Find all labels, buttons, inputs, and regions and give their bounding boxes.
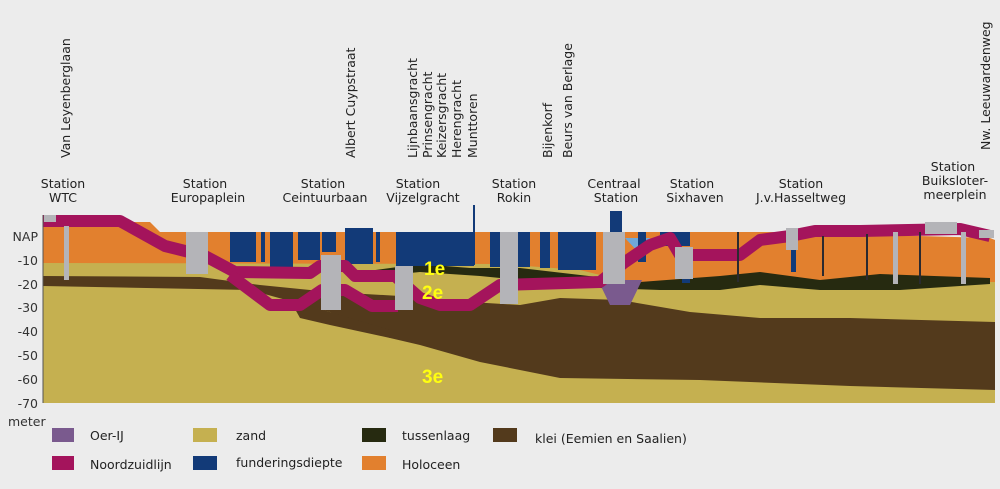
street-label: Bijenkorf	[540, 102, 555, 158]
legend-swatch-zand	[193, 428, 217, 442]
layer-label-1e: 1e	[424, 259, 445, 280]
street-label: Lijnbaansgracht	[405, 58, 420, 158]
tick-40: -40	[18, 324, 38, 339]
station-label: Station	[183, 176, 227, 191]
station-label: Station	[594, 190, 638, 205]
klei-branch	[290, 300, 390, 338]
station-label: Vijzelgracht	[386, 190, 459, 205]
street-labels: Van Leyenberglaan Albert Cuypstraat Lijn…	[58, 21, 993, 158]
legend-swatch-holoceen	[362, 456, 386, 470]
street-label: Beurs van Berlage	[560, 43, 575, 158]
layer-label-2e: 2e	[422, 283, 443, 304]
station-structures	[44, 215, 994, 310]
legend-swatch-noordzuidlijn	[52, 456, 74, 470]
tick-30: -30	[18, 300, 38, 315]
station-label: J.v.Hasseltweg	[755, 190, 846, 205]
tick-20: -20	[18, 277, 38, 292]
station-label: Rokin	[497, 190, 531, 205]
station-label: Sixhaven	[666, 190, 723, 205]
tick-nap: NAP	[13, 229, 39, 244]
oer-ij-layer	[598, 280, 642, 305]
layer-label-3e: 3e	[422, 367, 443, 388]
legend-label: klei (Eemien en Saalien)	[535, 431, 687, 446]
station-labels: Station WTC Station Europaplein Station …	[41, 159, 988, 205]
tick-70: -70	[18, 396, 38, 411]
street-label: Albert Cuypstraat	[343, 47, 358, 158]
street-label: Keizersgracht	[434, 73, 449, 158]
legend-swatch-klei	[493, 428, 517, 442]
legend: Oer-IJ zand tussenlaag klei (Eemien en S…	[52, 428, 687, 472]
station-label: Station	[492, 176, 536, 191]
axis-unit: meter	[8, 414, 46, 429]
klei-layer	[43, 276, 995, 390]
station-label: Ceintuurbaan	[283, 190, 368, 205]
street-label: Munttoren	[465, 93, 480, 158]
legend-label: tussenlaag	[402, 428, 470, 443]
station-label: Buiksloter-	[922, 173, 988, 188]
street-label: Van Leyenberglaan	[58, 38, 73, 158]
street-label: Herengracht	[449, 80, 464, 158]
legend-label: funderingsdiepte	[236, 455, 343, 470]
station-label: WTC	[49, 190, 77, 205]
station-label: Centraal	[587, 176, 640, 191]
station-label: Europaplein	[171, 190, 245, 205]
legend-label: Holoceen	[402, 457, 460, 472]
legend-swatch-oer-ij	[52, 428, 74, 442]
legend-swatch-tussenlaag	[362, 428, 386, 442]
piles	[737, 232, 921, 284]
street-label: Prinsengracht	[420, 71, 435, 158]
station-label: meerplein	[923, 187, 986, 202]
station-label: Station	[41, 176, 85, 191]
station-label: Station	[301, 176, 345, 191]
station-label: Station	[396, 176, 440, 191]
station-label: Station	[670, 176, 714, 191]
tick-10: -10	[18, 253, 38, 268]
depth-axis: NAP -10 -20 -30 -40 -50 -60 -70 meter	[8, 215, 46, 429]
legend-label: zand	[236, 428, 266, 443]
legend-label: Noordzuidlijn	[90, 457, 172, 472]
tick-50: -50	[18, 348, 38, 363]
legend-swatch-funderingsdiepte	[193, 456, 217, 470]
station-label: Station	[931, 159, 975, 174]
tick-60: -60	[18, 372, 38, 387]
legend-label: Oer-IJ	[90, 428, 124, 443]
street-label: Nw. Leeuwardenweg	[978, 21, 993, 150]
station-label: Station	[779, 176, 823, 191]
